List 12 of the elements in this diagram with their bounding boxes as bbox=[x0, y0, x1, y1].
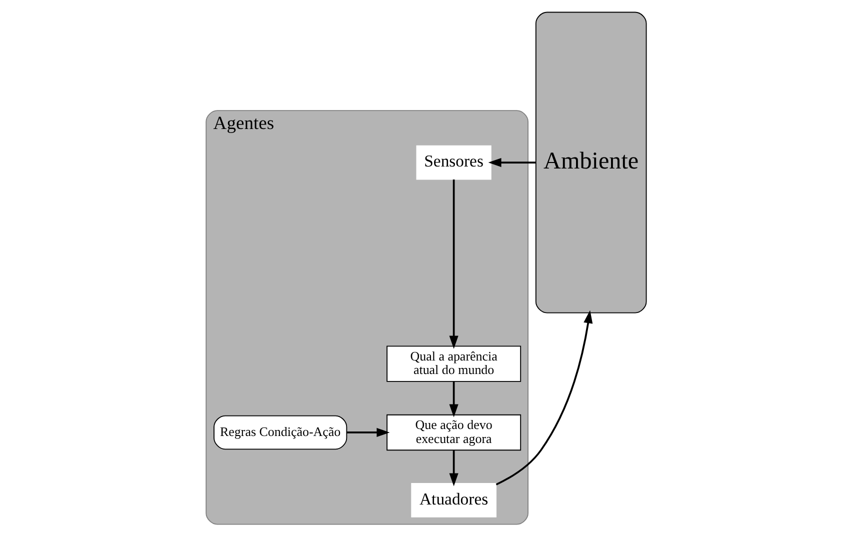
arrow bbox=[346, 428, 390, 438]
node-box: Sensores bbox=[416, 145, 491, 180]
arrow bbox=[448, 450, 458, 486]
arrow bbox=[448, 382, 458, 418]
arrow bbox=[448, 179, 458, 349]
node-box: Regras Condição-Ação bbox=[213, 415, 347, 450]
node-box: Ambiente bbox=[534, 12, 646, 314]
node-box: Que ação devo executar agora bbox=[386, 414, 521, 451]
node-box: Qual a aparência atual do mundo bbox=[386, 346, 521, 382]
arrow bbox=[488, 158, 536, 168]
arrow bbox=[495, 310, 592, 486]
node-box: Atuadores bbox=[410, 483, 496, 518]
